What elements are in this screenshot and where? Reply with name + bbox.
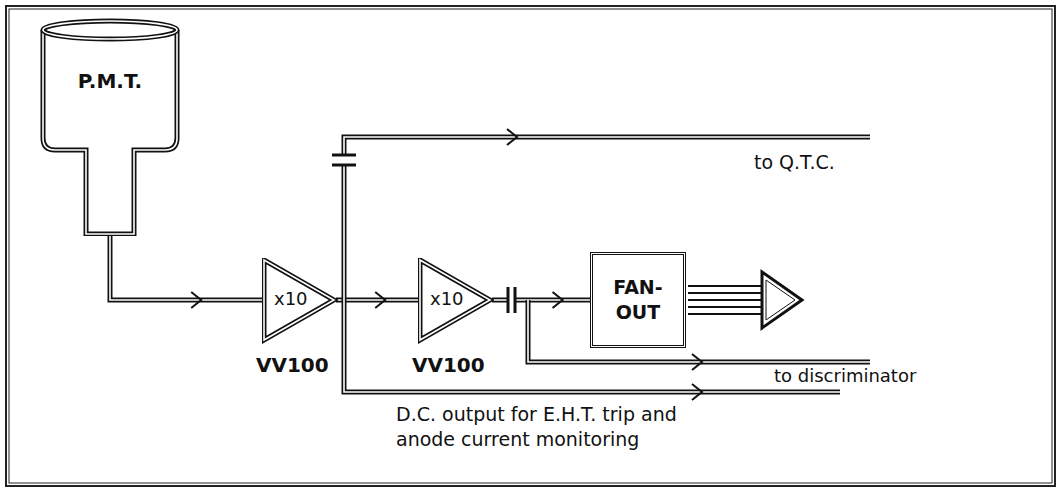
amplifier-triangle: x10VV100 <box>418 258 498 376</box>
tube-label: P.M.T. <box>40 70 180 92</box>
tube-outline <box>40 18 180 236</box>
frame-border <box>6 6 1055 486</box>
signal-wire <box>336 292 418 308</box>
arrow-head <box>375 292 385 308</box>
photomultiplier-tube: P.M.T. <box>40 18 180 236</box>
frame-border <box>9 9 1052 483</box>
arrow-head <box>191 292 201 308</box>
amplifier-name: VV100 <box>256 354 342 376</box>
signal-label: to Q.T.C. <box>754 150 894 175</box>
signal-label: to discriminator <box>774 367 964 385</box>
gain-label: x10 <box>274 289 308 309</box>
gain-label: x10 <box>430 289 464 309</box>
note-text: D.C. output for E.H.T. trip and anode cu… <box>396 402 726 451</box>
discriminator-wire <box>528 300 870 370</box>
amplifier-triangle: x10VV100 <box>262 258 342 376</box>
arrow-head <box>553 292 563 308</box>
amplifier-name: VV100 <box>412 354 498 376</box>
fanout-box: FAN- OUT <box>590 252 686 348</box>
capacitor-symbol <box>508 287 515 313</box>
fanout-outputs <box>688 272 802 328</box>
box-label: FAN- OUT <box>608 275 668 324</box>
amplifier-symbol: x10 <box>262 258 336 342</box>
amplifier-symbol: x10 <box>418 258 492 342</box>
signal-wire <box>110 236 262 308</box>
